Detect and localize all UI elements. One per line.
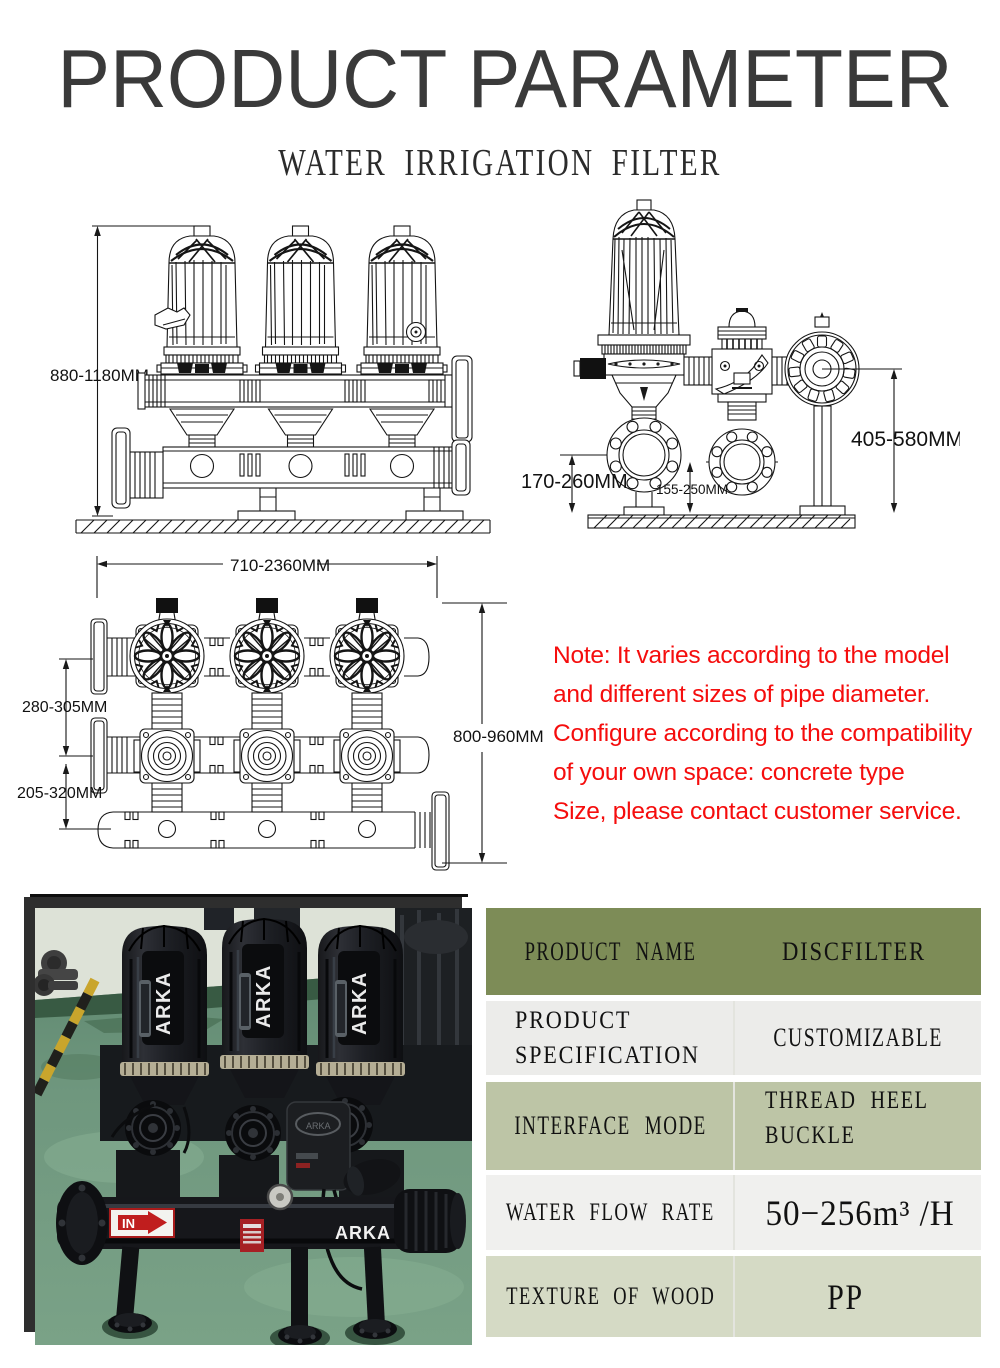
svg-text:405-580MM: 405-580MM [851, 428, 960, 451]
svg-text:ARKA: ARKA [335, 1223, 391, 1243]
svg-text:155-250MM: 155-250MM [656, 482, 728, 497]
svg-text:280-305MM: 280-305MM [22, 699, 107, 716]
svg-text:205-320MM: 205-320MM [17, 785, 102, 802]
svg-text:710-2360MM: 710-2360MM [230, 556, 330, 575]
svg-text:800-960MM: 800-960MM [453, 727, 544, 746]
svg-text:880-1180MM: 880-1180MM [50, 366, 149, 385]
svg-text:ARKA: ARKA [306, 1121, 331, 1131]
svg-text:170-260MM: 170-260MM [521, 471, 628, 493]
svg-text:IN: IN [122, 1216, 135, 1231]
